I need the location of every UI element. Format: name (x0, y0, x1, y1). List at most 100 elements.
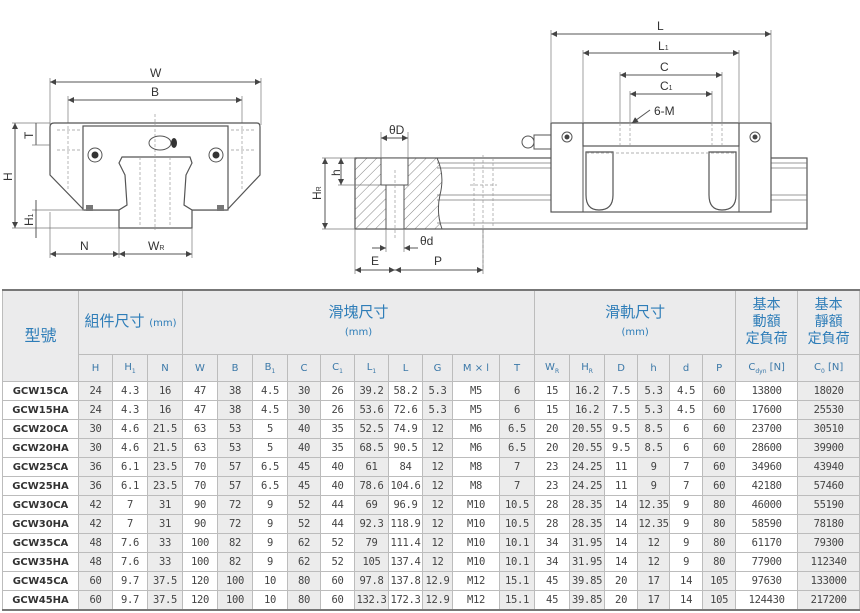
value-cell: 217200 (797, 590, 860, 611)
dim-l1-label: L1 (658, 39, 669, 53)
value-cell: 39.85 (569, 590, 606, 611)
model-cell: GCW35CA (2, 533, 79, 553)
value-cell: 79300 (797, 533, 860, 553)
value-cell: 45 (534, 590, 571, 611)
value-cell: 25530 (797, 400, 860, 420)
value-cell: 4.3 (112, 400, 148, 420)
value-cell: 13800 (735, 381, 799, 401)
value-cell: 100 (182, 552, 218, 572)
value-cell: 38 (217, 381, 253, 401)
value-cell: 63 (182, 438, 218, 458)
dim-hr-label: HR (310, 186, 324, 200)
column-header: T (498, 354, 536, 382)
value-cell: 70 (182, 457, 218, 477)
value-cell: 60 (702, 438, 737, 458)
value-cell: 12 (422, 533, 453, 553)
value-cell: 60 (78, 590, 113, 611)
value-cell: 30510 (797, 419, 860, 439)
model-cell: GCW35HA (2, 552, 79, 572)
value-cell: 100 (217, 571, 253, 591)
value-cell: 60 (320, 590, 355, 611)
value-cell: 6.5 (252, 457, 288, 477)
value-cell: 69 (354, 495, 389, 515)
dim-6m-label: 6-M (654, 104, 675, 118)
value-cell: 6.5 (498, 438, 536, 458)
value-cell: 60 (702, 419, 737, 439)
value-cell: 24 (78, 400, 113, 420)
dim-b-label: B (151, 85, 159, 99)
value-cell: 42180 (735, 476, 799, 496)
value-cell: 137.8 (388, 571, 423, 591)
value-cell: M10 (452, 533, 500, 553)
value-cell: 12.35 (637, 514, 671, 534)
value-cell: 20.55 (569, 419, 606, 439)
model-cell: GCW15HA (2, 400, 79, 420)
value-cell: 6.1 (112, 457, 148, 477)
value-cell: 28.35 (569, 495, 606, 515)
value-cell: 20 (604, 571, 639, 591)
value-cell: 31.95 (569, 552, 606, 572)
model-cell: GCW45HA (2, 590, 79, 611)
value-cell: 30 (78, 419, 113, 439)
value-cell: 7 (669, 457, 704, 477)
value-cell: 72.6 (388, 400, 423, 420)
value-cell: 20 (534, 419, 571, 439)
value-cell: 4.5 (252, 381, 288, 401)
value-cell: 55190 (797, 495, 860, 515)
value-cell: 61170 (735, 533, 799, 553)
dim-wr-label: WR (148, 239, 164, 253)
value-cell: 9.7 (112, 590, 148, 611)
column-header-main: C (332, 361, 340, 373)
value-cell: 105 (702, 571, 737, 591)
value-cell: 124430 (735, 590, 799, 611)
value-cell: 14 (669, 590, 704, 611)
value-cell: 12 (422, 552, 453, 572)
value-cell: 10 (252, 590, 288, 611)
value-cell: 9 (669, 552, 704, 572)
value-cell: 35 (320, 438, 355, 458)
value-cell: 26 (320, 400, 355, 420)
value-cell: 24.25 (569, 457, 606, 477)
column-header: M × l (452, 354, 500, 382)
column-header: C1 (320, 354, 355, 382)
column-header-subscript: 1 (372, 367, 377, 375)
header-block-dimensions: 滑塊尺寸(mm) (181, 289, 536, 355)
column-header-main: T (513, 362, 521, 374)
value-cell: 31.95 (569, 533, 606, 553)
value-cell: 28 (534, 514, 571, 534)
value-cell: 105 (354, 552, 389, 572)
value-cell: 137.4 (388, 552, 423, 572)
value-cell: 23.5 (147, 476, 183, 496)
value-cell: 80 (702, 495, 737, 515)
value-cell: 53 (217, 419, 253, 439)
value-cell: 45 (287, 476, 321, 496)
column-header-main: N (161, 362, 169, 374)
header-assembly-dimensions: 組件尺寸 (mm) (78, 289, 183, 355)
value-cell: 78180 (797, 514, 860, 534)
value-cell: 120 (182, 571, 218, 591)
value-cell: 62 (287, 552, 321, 572)
value-cell: 39.2 (354, 381, 389, 401)
value-cell: 9 (252, 514, 288, 534)
value-cell: 61 (354, 457, 389, 477)
value-cell: 34960 (735, 457, 799, 477)
dim-n-label: N (80, 239, 89, 253)
model-cell: GCW20HA (2, 438, 79, 458)
value-cell: 5.3 (637, 381, 671, 401)
value-cell: 12 (422, 419, 453, 439)
value-cell: 16.2 (569, 400, 606, 420)
value-cell: M10 (452, 552, 500, 572)
column-header-main: W (195, 362, 205, 374)
value-cell: 14 (669, 571, 704, 591)
value-cell: 47 (182, 400, 218, 420)
value-cell: 42 (78, 514, 113, 534)
value-cell: 44 (320, 514, 355, 534)
column-header: P (702, 354, 737, 382)
value-cell: 7.6 (112, 533, 148, 553)
value-cell: 132.3 (354, 590, 389, 611)
value-cell: 97630 (735, 571, 799, 591)
